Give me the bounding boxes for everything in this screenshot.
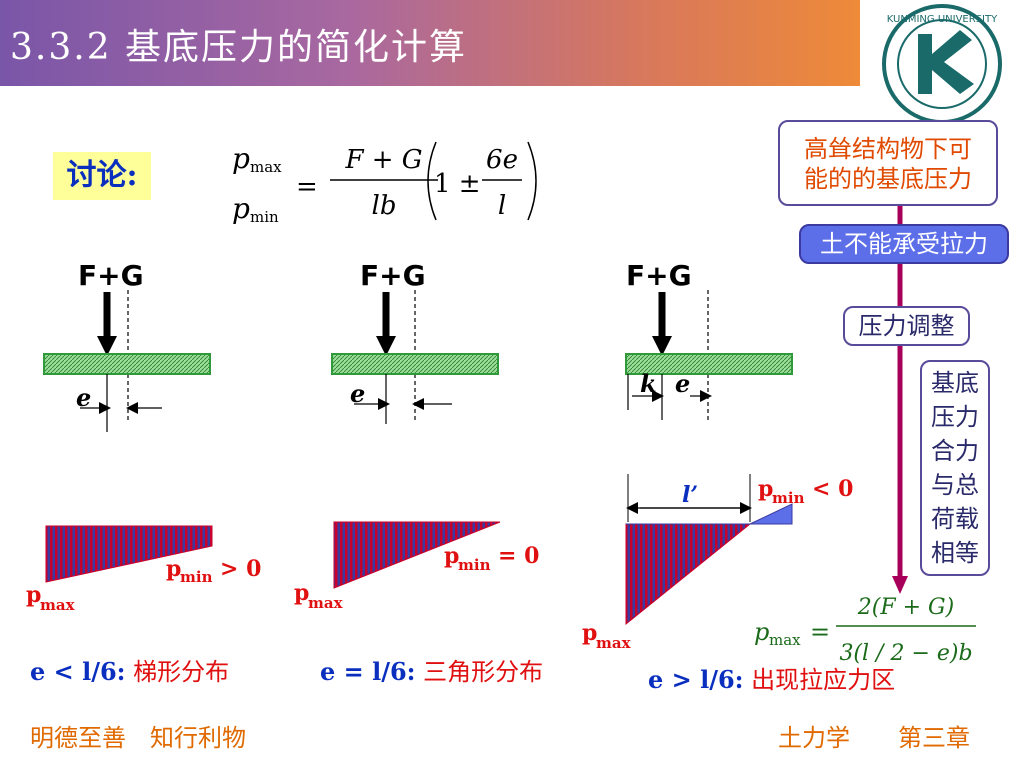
svg-text:=: =: [296, 172, 318, 202]
header-bar: 3.3.2 基底压力的简化计算: [0, 0, 860, 86]
load-label: F+G: [626, 259, 692, 292]
svg-text:max: max: [769, 631, 801, 649]
svg-text:min: min: [180, 568, 213, 586]
svg-text:l’: l’: [682, 482, 698, 508]
svg-text:p: p: [754, 618, 769, 646]
svg-text:p: p: [166, 556, 181, 582]
pressure-diagram-tension: l’ p min < 0 p max: [582, 474, 853, 652]
pressure-diagram-triangle: p min = 0 p max: [294, 521, 539, 612]
resultant-equal-box: 基底 压力 合力 与总 荷载 相等: [920, 360, 990, 576]
svg-text:e: e: [675, 369, 690, 398]
tall-structure-note: 高耸结构物下可 能的的基底压力: [778, 120, 998, 206]
university-logo: KUNMING UNIVERSITY: [882, 4, 1002, 124]
no-tension-box: 土不能承受拉力: [799, 224, 1009, 264]
page-title: 3.3.2 基底压力的简化计算: [10, 27, 468, 68]
svg-text:k: k: [640, 369, 657, 398]
eccentric-pressure-formula: p max p min = F + G lb 1 ± 6e l: [232, 141, 537, 226]
svg-text:min: min: [250, 208, 279, 226]
svg-text:KUNMING UNIVERSITY: KUNMING UNIVERSITY: [887, 14, 998, 25]
svg-text:lb: lb: [372, 191, 397, 221]
svg-text:= 0: = 0: [498, 543, 539, 569]
svg-text:e: e: [350, 379, 365, 408]
svg-text:2(F + G): 2(F + G): [857, 595, 954, 620]
footing-case-2: F+G e: [331, 259, 499, 424]
case-trapezoid: e < l/6: 梯形分布: [30, 657, 230, 686]
svg-text:l: l: [498, 191, 506, 221]
discussion-label: 讨论:: [53, 152, 151, 200]
max-pressure-formula: p max = 2(F + G) 3(l / 2 − e)b: [754, 595, 976, 666]
footer-motto: 明德至善 知行利物: [30, 724, 246, 752]
pressure-adjust-box: 压力调整: [843, 306, 970, 346]
svg-text:6e: 6e: [486, 145, 518, 175]
footing-case-1: F+G e: [43, 259, 211, 432]
load-label: F+G: [360, 259, 426, 292]
svg-text:p: p: [582, 620, 597, 646]
svg-text:e: e: [76, 383, 91, 412]
svg-text:=: =: [810, 618, 830, 646]
flow-arrow: [892, 206, 908, 594]
svg-text:< 0: < 0: [812, 476, 853, 502]
svg-text:p: p: [294, 580, 309, 606]
footer-course: 土力学 第三章: [778, 724, 970, 752]
case-triangle: e = l/6: 三角形分布: [320, 657, 544, 686]
svg-text:1 ±: 1 ±: [434, 169, 481, 199]
svg-text:min: min: [772, 489, 805, 507]
footing-case-3: F+G k e: [625, 259, 793, 420]
svg-text:p: p: [444, 543, 459, 569]
svg-text:max: max: [40, 596, 76, 614]
svg-text:p: p: [232, 142, 250, 175]
svg-text:F + G: F + G: [344, 145, 422, 175]
svg-text:p: p: [26, 582, 41, 608]
svg-text:p: p: [232, 192, 250, 225]
svg-text:> 0: > 0: [220, 556, 261, 582]
pressure-diagram-trapezoid: p min > 0 p max: [26, 525, 261, 614]
svg-text:3(l / 2 − e)b: 3(l / 2 − e)b: [839, 641, 972, 666]
svg-text:min: min: [458, 556, 491, 574]
svg-text:max: max: [308, 594, 344, 612]
svg-text:p: p: [758, 476, 773, 502]
load-label: F+G: [78, 259, 144, 292]
svg-text:max: max: [596, 634, 632, 652]
svg-text:max: max: [250, 158, 282, 176]
case-tension: e > l/6: 出现拉应力区: [648, 665, 896, 694]
